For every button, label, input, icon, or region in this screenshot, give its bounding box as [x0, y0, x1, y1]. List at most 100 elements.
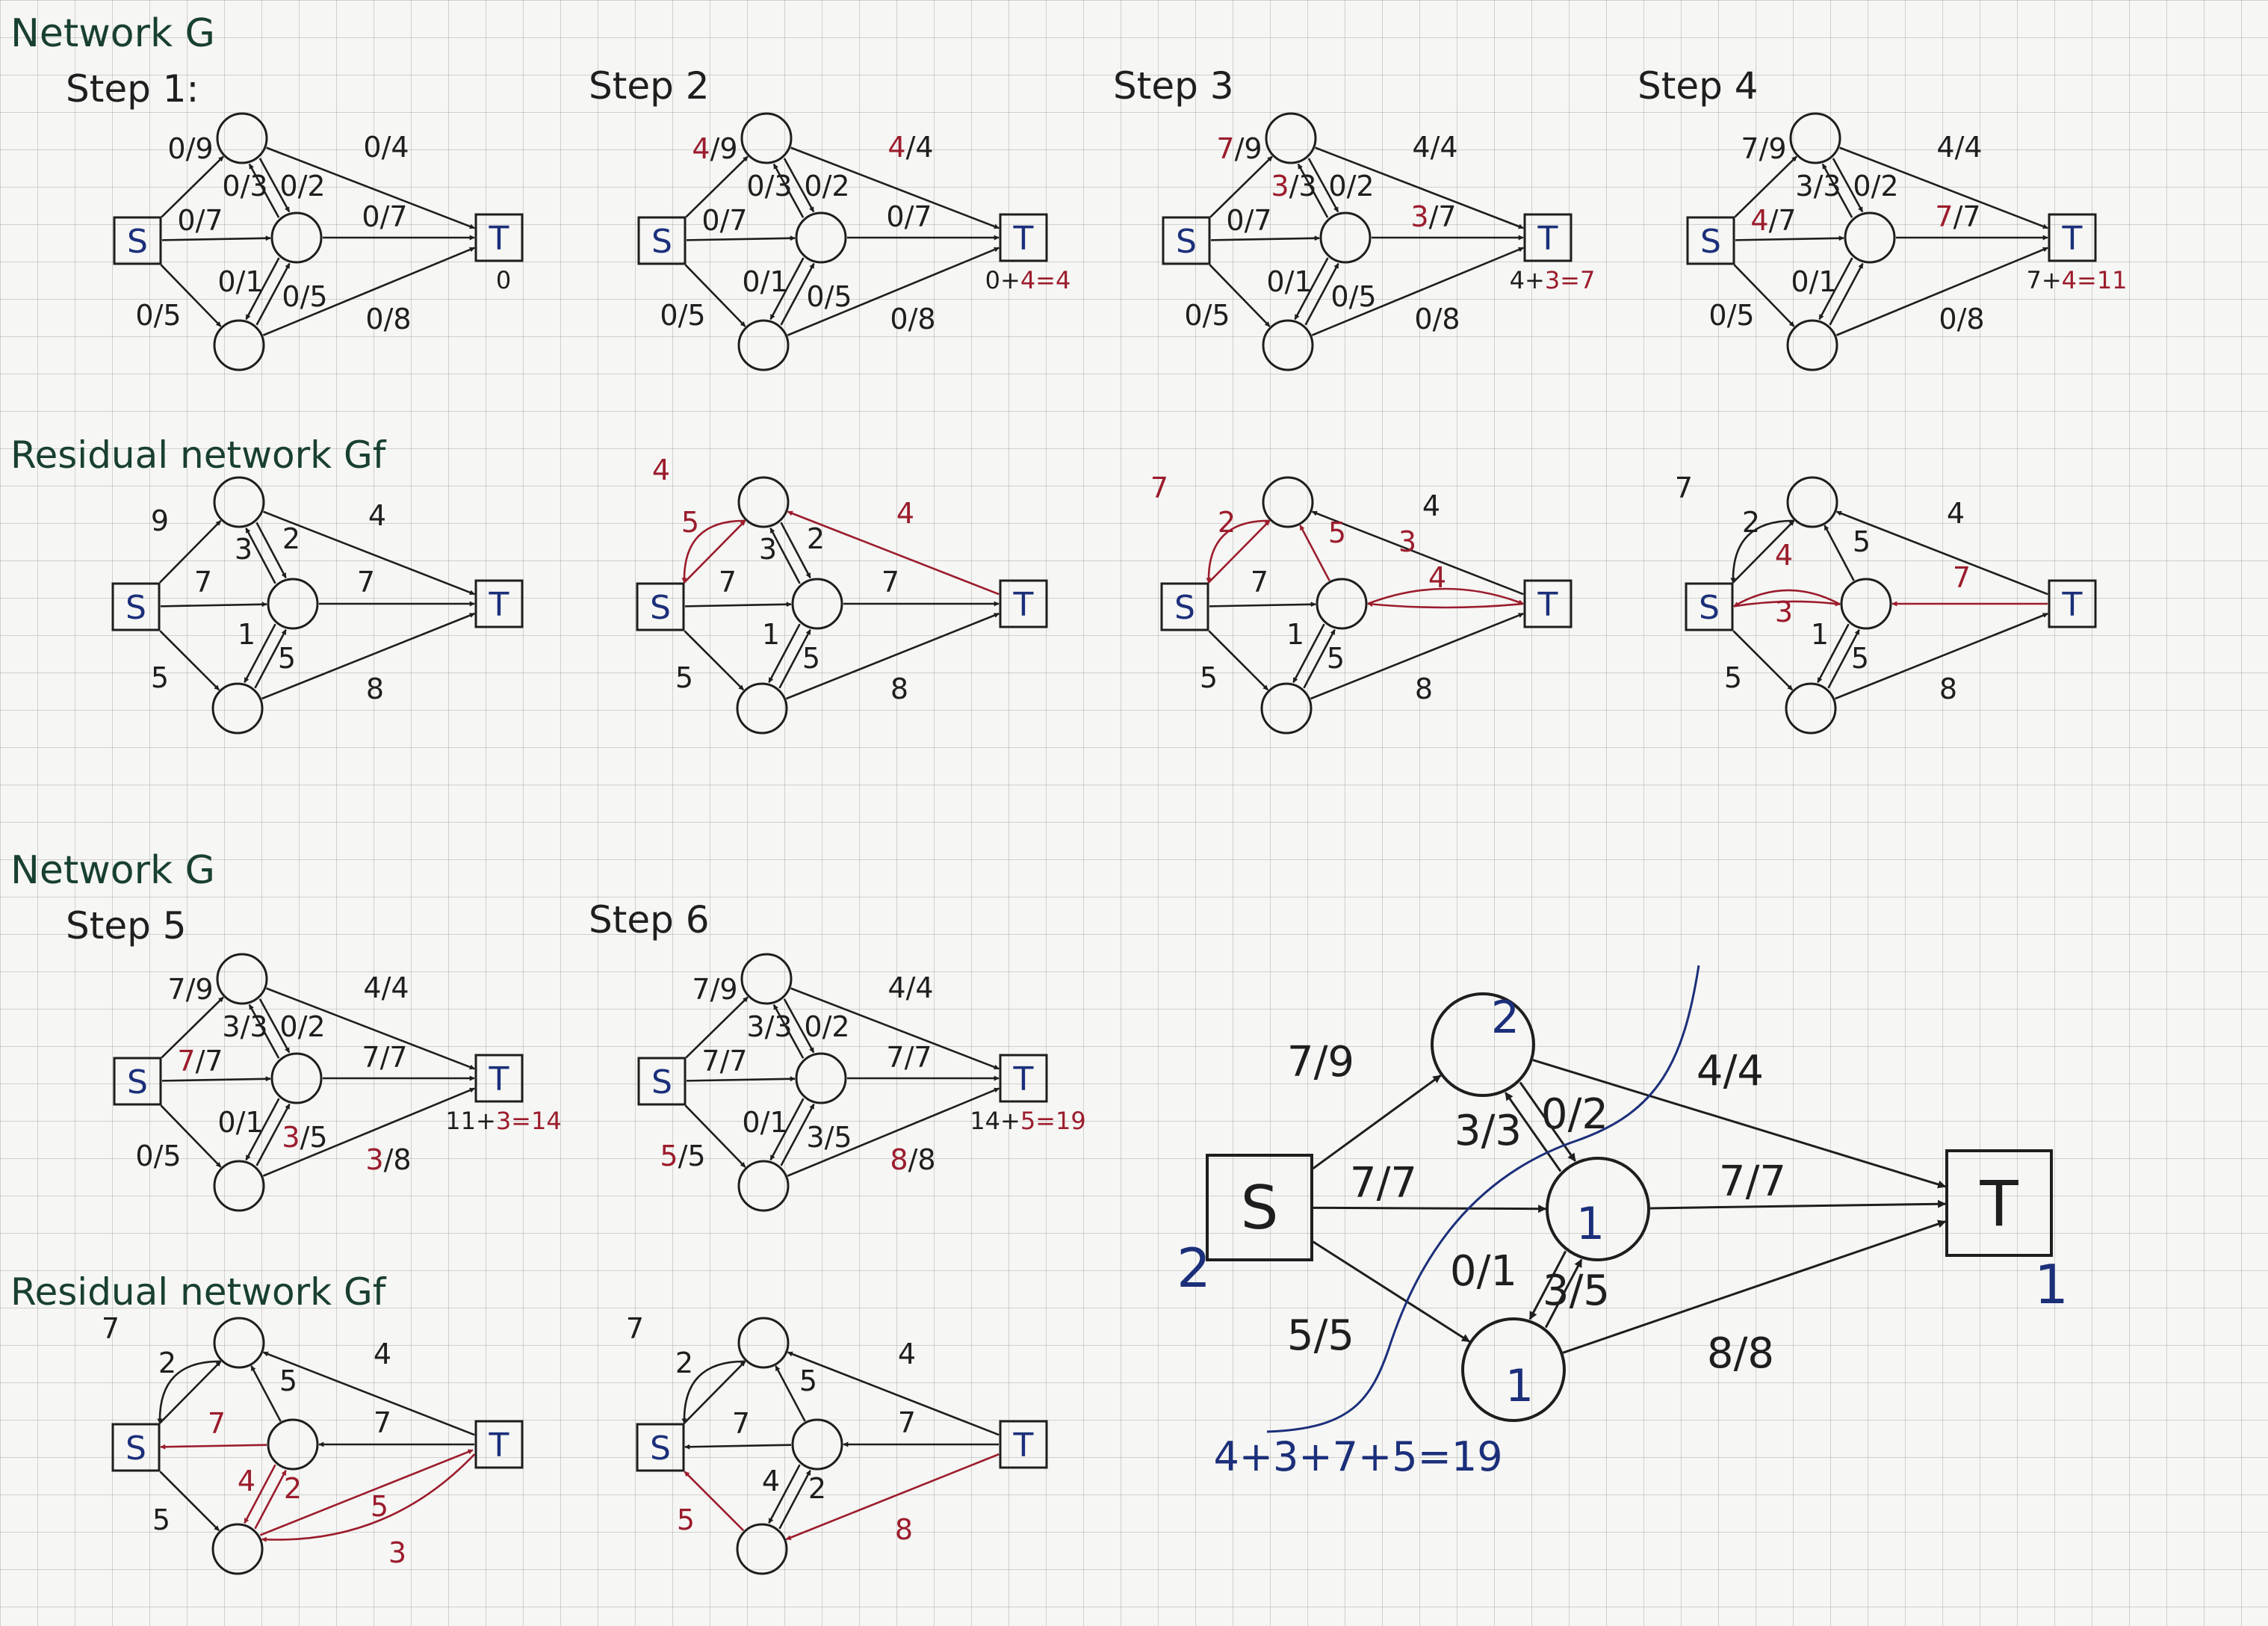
- final-sink-node: [1945, 1149, 2053, 1257]
- source-node: [1685, 582, 1734, 631]
- edge-flow-label: 0/1: [1266, 265, 1312, 298]
- edge-AT: [266, 987, 475, 1070]
- residual-edge-AB: [255, 522, 287, 578]
- source-node: [636, 582, 685, 631]
- source-node-label: S: [651, 1063, 672, 1101]
- edge-flow-label: 0/7: [362, 200, 407, 233]
- residual-capacity-label: 7: [719, 566, 737, 599]
- sink-node: [474, 1420, 524, 1469]
- node-bottom: [213, 1160, 265, 1212]
- source-node-label: S: [650, 589, 671, 627]
- source-node-label: S: [1699, 589, 1720, 627]
- edge-AT: [1839, 146, 2048, 229]
- residual-edge-AB: [780, 522, 811, 578]
- source-node-label: S: [651, 223, 672, 261]
- residual-edge-SC: [159, 630, 220, 691]
- residual-capacity-label: 5: [675, 661, 693, 694]
- edge-SB: [1210, 235, 1320, 241]
- residual-edge-CT: [1835, 612, 2048, 700]
- edge-flow-label: 4/9: [692, 132, 737, 165]
- residual-capacity-label: 3: [388, 1536, 406, 1569]
- flow-total: 4+3=7: [1510, 266, 1596, 294]
- residual-capacity-label: 2: [284, 1472, 302, 1505]
- node-middle: [1844, 211, 1896, 264]
- flow-total: 11+3=14: [445, 1107, 561, 1135]
- node-bottom: [211, 1523, 264, 1575]
- sink-node-label: T: [1013, 1060, 1034, 1098]
- edge-flow-label: 4/4: [363, 971, 409, 1004]
- residual-edge-SC: [1732, 630, 1794, 691]
- residual-edge-CS: [684, 1471, 745, 1532]
- residual-edge-CB: [254, 629, 287, 689]
- edge-SC: [160, 1104, 222, 1168]
- edge-flow-label: 7/9: [1216, 132, 1262, 165]
- residual-capacity-label: 5: [1200, 661, 1218, 694]
- flow-total: 0+4=4: [985, 266, 1071, 294]
- edge-BA: [772, 163, 805, 218]
- step-title-5: Step 5: [66, 904, 187, 948]
- edge-BA: [248, 1004, 280, 1059]
- residual-capacity-label: 4: [896, 497, 914, 530]
- source-node-label: S: [127, 1063, 148, 1101]
- edge-CB: [780, 263, 815, 326]
- sink-node: [999, 213, 1048, 262]
- edge-CT: [1835, 247, 2048, 336]
- edge-SA: [1734, 155, 1797, 218]
- node-middle: [267, 578, 319, 630]
- node-bottom: [736, 1523, 788, 1575]
- source-node: [636, 1423, 685, 1472]
- residual-capacity-label: 7: [374, 1406, 391, 1439]
- residual-capacity-label: 1: [1811, 618, 1829, 651]
- edge-BC: [769, 1098, 805, 1160]
- sink-node: [999, 1420, 1048, 1469]
- node-middle: [1319, 211, 1372, 264]
- edge-CB: [1829, 263, 1864, 326]
- residual-edge-BS: [1733, 589, 1841, 608]
- final-edge-flow-label: 5/5: [1287, 1311, 1354, 1360]
- final-source-letter: S: [1241, 1173, 1279, 1243]
- edge-flow-label: 8/8: [890, 1143, 935, 1176]
- source-node: [111, 582, 161, 631]
- edge-flow-label: 0/3: [222, 170, 267, 203]
- cut-capacity-sum: 4+3+7+5=19: [1213, 1433, 1502, 1480]
- step-title-2: Step 2: [589, 64, 710, 108]
- residual-capacity-label: 3: [1398, 525, 1416, 558]
- residual-capacity-label: 8: [1415, 673, 1433, 705]
- edge-flow-label: 0/5: [660, 299, 705, 332]
- step-title-6: Step 6: [589, 898, 710, 942]
- edge-BC: [1294, 257, 1329, 320]
- sink-node-label: T: [489, 220, 509, 258]
- final-edge-SA: [1312, 1075, 1442, 1169]
- edge-SC: [160, 264, 222, 327]
- residual-capacity-label: 1: [1286, 618, 1304, 651]
- residual-heading-top: Residual network Gf: [10, 433, 387, 477]
- final-node-middle-label: 1: [1576, 1198, 1605, 1250]
- node-middle: [270, 211, 323, 264]
- source-node-label: S: [1700, 223, 1721, 261]
- edge-flow-label: 3/7: [1410, 200, 1456, 233]
- residual-edge-AS: [681, 519, 746, 584]
- edge-flow-label: 4/4: [1936, 131, 1982, 164]
- residual-edge-TA: [787, 1351, 1000, 1436]
- edge-flow-label: 0/2: [804, 170, 849, 203]
- edge-flow-label: 0/2: [279, 170, 325, 203]
- edge-flow-label: 4/4: [1412, 131, 1457, 164]
- source-node: [1686, 216, 1735, 265]
- residual-capacity-label: 4: [898, 1338, 916, 1370]
- residual-edge-BC: [1292, 623, 1325, 683]
- residual-capacity-label: 5: [152, 1503, 170, 1536]
- residual-edge-CB: [778, 1470, 811, 1530]
- residual-edge-CB: [778, 629, 811, 689]
- edge-AB: [258, 158, 291, 213]
- residual-capacity-label: 4: [652, 454, 670, 486]
- flow-total: 14+5=19: [970, 1107, 1085, 1135]
- edge-SA: [161, 155, 224, 218]
- edge-flow-label: 5/5: [660, 1140, 705, 1172]
- sink-node: [474, 1054, 524, 1103]
